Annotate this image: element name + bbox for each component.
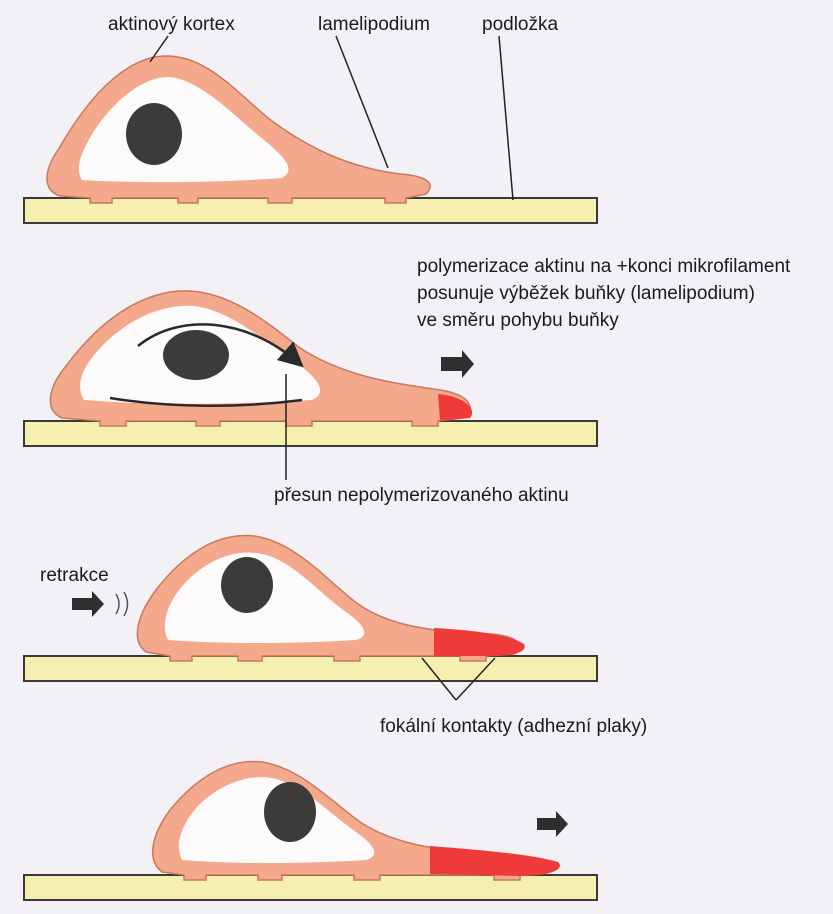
nucleus-2 [163, 330, 229, 380]
adhesion-red-4 [430, 846, 560, 876]
label-polymerizace-3: ve směru pohybu buňky [417, 310, 619, 332]
nucleus-4 [264, 782, 316, 842]
label-polymerizace-1: polymerizace aktinu na +konci mikrofilam… [417, 256, 790, 278]
label-polymerizace-2: posunuje výběžek buňky (lamelipodium) [417, 283, 755, 305]
label-lamelipodium: lamelipodium [318, 14, 430, 36]
leader-lamelipodium [336, 36, 388, 168]
nucleus-1 [126, 103, 182, 165]
label-aktinovy-kortex: aktinový kortex [108, 14, 235, 36]
retraction-motion-lines [116, 592, 128, 616]
retraction-arrow [72, 591, 104, 617]
label-podlozka: podložka [482, 14, 558, 36]
stage-4 [24, 761, 597, 900]
direction-arrow-2 [441, 350, 474, 378]
direction-arrow-4 [537, 811, 568, 837]
leader-podlozka [499, 36, 513, 200]
nucleus-3 [221, 557, 273, 613]
polymerization-tip-2 [438, 394, 472, 421]
label-retrakce: retrakce [40, 565, 109, 587]
label-fokalni: fokální kontakty (adhezní plaky) [380, 716, 647, 738]
adhesion-red-3 [434, 628, 525, 656]
label-presun: přesun nepolymerizovaného aktinu [274, 485, 569, 507]
stage-3 [24, 536, 597, 700]
substrate-3 [24, 656, 597, 681]
stage-1 [24, 36, 597, 223]
